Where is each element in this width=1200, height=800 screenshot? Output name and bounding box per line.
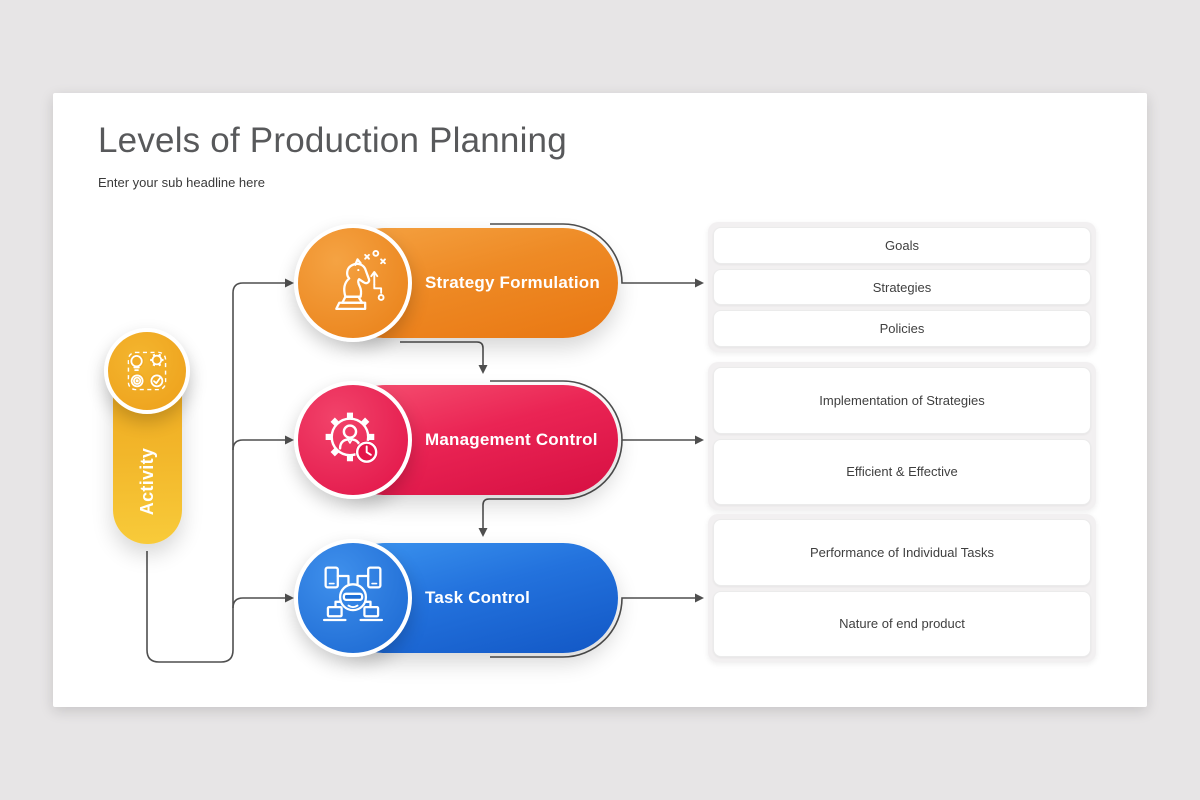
arrowhead-into-implementation-group — [695, 435, 704, 445]
arrowhead-into-management-circle — [285, 435, 294, 445]
arrowhead-into-task-circle — [285, 593, 294, 603]
activity-label-wrap: Activity — [113, 418, 182, 544]
devices-network-icon — [322, 566, 384, 622]
output-box-goals: Goals — [713, 227, 1091, 264]
output-box-policies: Policies — [713, 310, 1091, 348]
strategy-circle — [294, 224, 412, 342]
page-title: Levels of Production Planning — [98, 121, 567, 160]
page-subtitle: Enter your sub headline here — [98, 175, 265, 190]
slide: Levels of Production Planning Enter your… — [53, 93, 1147, 707]
output-box-performance: Performance of Individual Tasks — [713, 519, 1091, 586]
connector-lines — [146, 223, 704, 663]
activity-icon — [127, 351, 167, 391]
task-circle — [294, 539, 412, 657]
task-label: Task Control — [425, 588, 531, 607]
connector-branch-task — [232, 597, 286, 609]
activity-label: Activity — [136, 447, 157, 515]
arrowhead-down-to-task — [478, 528, 488, 537]
connector-management-outline-bottom — [482, 439, 623, 506]
output-box-efficient: Efficient & Effective — [713, 438, 1091, 505]
connector-activity-trunk — [146, 282, 286, 663]
output-box-strategies: Strategies — [713, 268, 1091, 306]
management-circle — [294, 381, 412, 499]
task-outputs-group: Performance of Individual Tasks Nature o… — [708, 514, 1096, 662]
connector-management-outline-top — [490, 380, 696, 441]
output-box-nature: Nature of end product — [713, 590, 1091, 657]
chess-knight-strategy-icon — [335, 249, 386, 310]
connector-branch-management — [232, 439, 286, 451]
arrowhead-into-goals-group — [695, 278, 704, 288]
connector-strategy-outline — [490, 223, 696, 284]
arrowhead-into-performance-group — [695, 593, 704, 603]
connector-task-outline — [490, 597, 696, 658]
connector-strategy-to-management — [400, 341, 484, 366]
gear-person-clock-icon — [325, 412, 379, 464]
output-box-implementation: Implementation of Strategies — [713, 367, 1091, 434]
arrowhead-into-strategy-circle — [285, 278, 294, 288]
activity-circle — [104, 328, 190, 414]
management-label: Management Control — [425, 430, 598, 449]
management-outputs-group: Implementation of Strategies Efficient &… — [708, 362, 1096, 510]
arrowhead-down-to-management — [478, 365, 488, 374]
strategy-label: Strategy Formulation — [425, 273, 600, 292]
strategy-outputs-group: Goals Strategies Policies — [708, 222, 1096, 352]
